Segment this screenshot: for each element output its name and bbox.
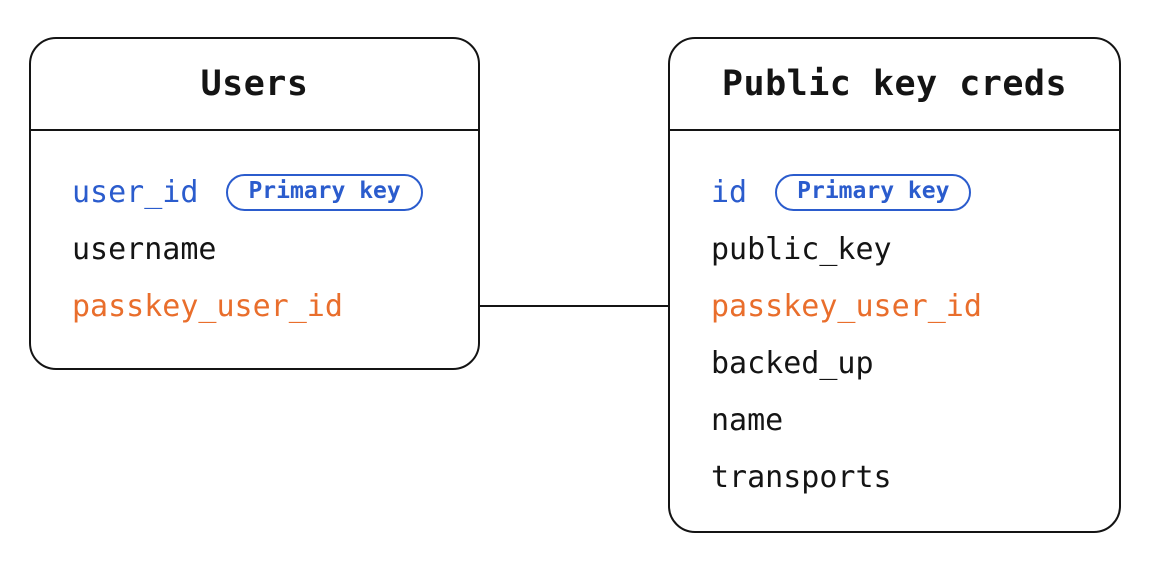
field-row-username: username [31, 221, 478, 278]
field-row-name: name [670, 392, 1119, 449]
field-name: username [72, 232, 217, 267]
field-name: backed_up [711, 346, 874, 381]
users-field-list: user_id Primary key username passkey_use… [31, 131, 478, 335]
field-row-id: id Primary key [670, 164, 1119, 221]
field-row-user-id: user_id Primary key [31, 164, 478, 221]
field-name: id [711, 175, 748, 210]
field-name: name [711, 403, 784, 438]
field-row-passkey-user-id: passkey_user_id [31, 278, 478, 335]
field-name: passkey_user_id [711, 289, 982, 324]
public-key-creds-table: Public key creds id Primary key public_k… [668, 37, 1121, 533]
field-row-backed-up: backed_up [670, 335, 1119, 392]
public-key-creds-field-list: id Primary key public_key passkey_user_i… [670, 131, 1119, 506]
field-name: passkey_user_id [72, 289, 343, 324]
field-name: public_key [711, 232, 892, 267]
field-name: transports [711, 460, 892, 495]
field-row-public-key: public_key [670, 221, 1119, 278]
users-table-header: Users [31, 39, 478, 131]
users-table: Users user_id Primary key username passk… [29, 37, 480, 370]
field-row-passkey-user-id: passkey_user_id [670, 278, 1119, 335]
table-title: Public key creds [721, 64, 1068, 104]
primary-key-badge: Primary key [226, 173, 423, 212]
field-name: user_id [72, 175, 199, 210]
relationship-connector [478, 305, 670, 307]
field-row-transports: transports [670, 449, 1119, 506]
table-title: Users [200, 64, 309, 104]
primary-key-badge: Primary key [775, 173, 972, 212]
public-key-creds-table-header: Public key creds [670, 39, 1119, 131]
